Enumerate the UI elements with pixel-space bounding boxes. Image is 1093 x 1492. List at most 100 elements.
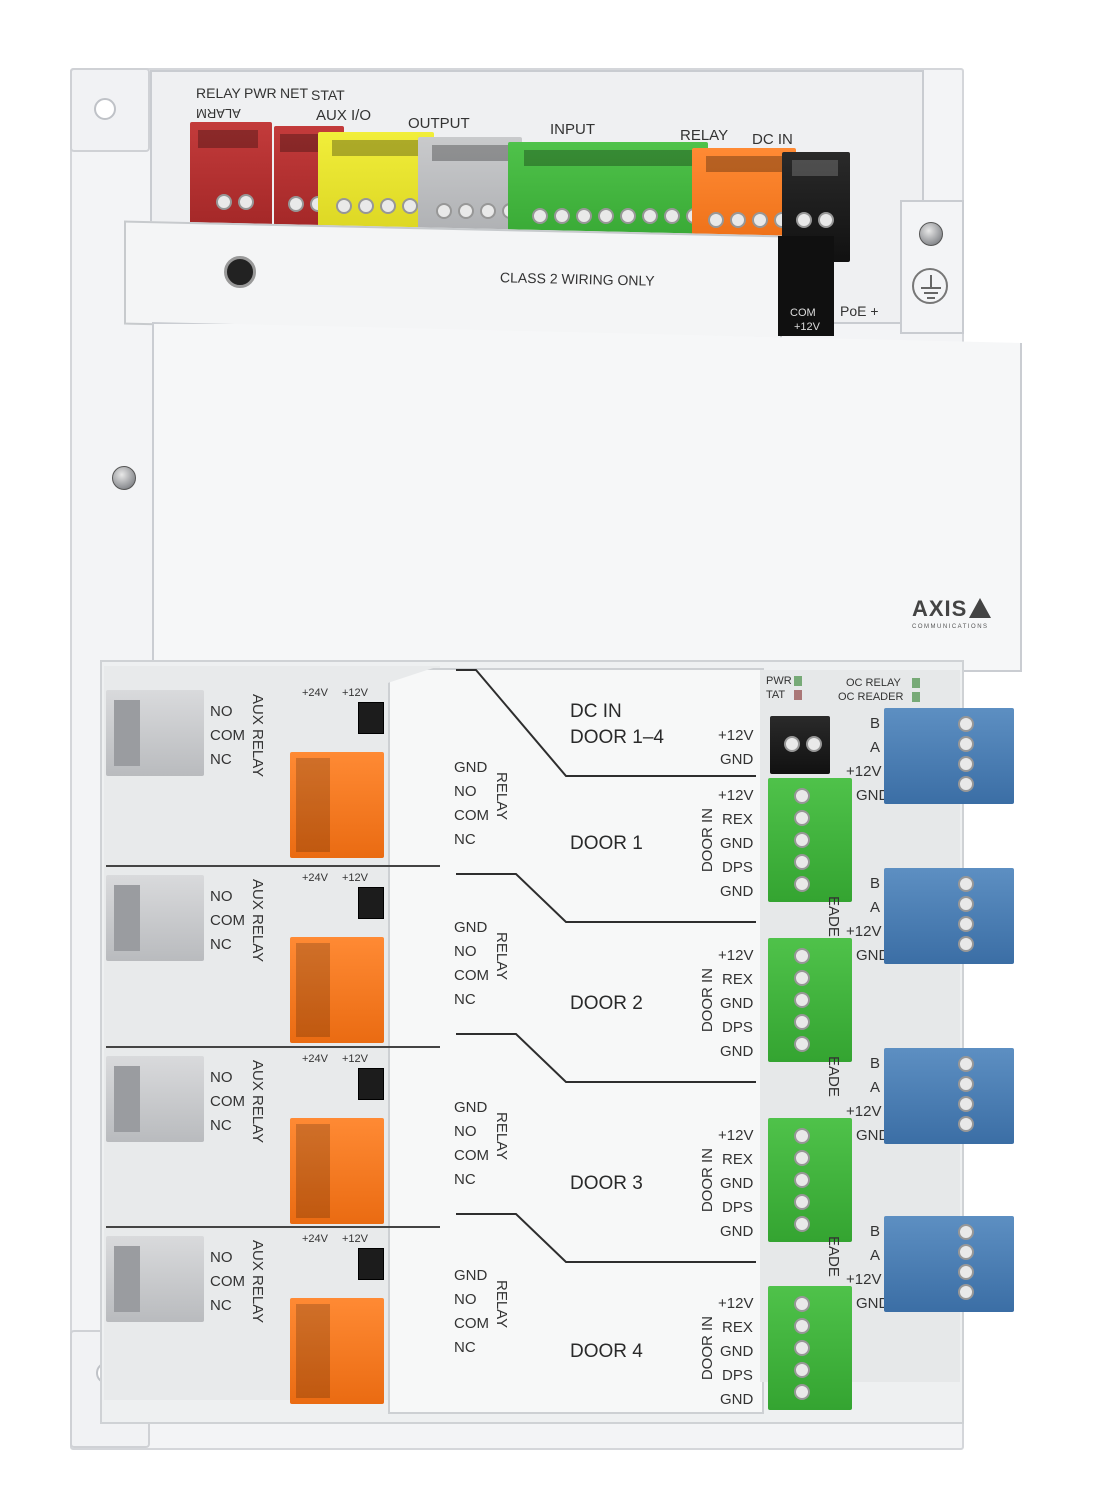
door-1-4-title: DOOR 1–4 (570, 727, 664, 748)
door-in-terminal-2[interactable] (768, 938, 852, 1062)
door-title-1: DOOR 1 (570, 833, 643, 854)
aux-no-label-2: NO (210, 888, 233, 905)
reader-terminal-4[interactable] (884, 1216, 1014, 1312)
door-in-title-3: DOOR IN (699, 1148, 716, 1213)
door-title-2: DOOR 2 (570, 993, 643, 1014)
poe-12v-label: +12V (794, 321, 820, 333)
aux-relay-terminal-2[interactable] (106, 875, 204, 961)
wiring-shield (124, 220, 782, 340)
door-dps-label-4: DPS (722, 1367, 753, 1384)
door-gnd-label-4: GND (720, 1343, 754, 1360)
aux-com-label-4: COM (210, 1273, 245, 1290)
relay-nc-label-4: NC (454, 1339, 476, 1356)
aux-nc-label-3: NC (210, 1117, 232, 1134)
door-gnd2-label-3: GND (720, 1223, 754, 1240)
voltage-jumper-3[interactable] (358, 1068, 384, 1100)
dc-in-door-title: DC IN (570, 701, 622, 722)
status-pwr-label: PWR (766, 675, 792, 687)
door-gnd2-label-1: GND (720, 883, 754, 900)
aux-relay-terminal-4[interactable] (106, 1236, 204, 1322)
jumper-12v-label-2: +12V (342, 872, 368, 884)
relay-nc-label-1: NC (454, 831, 476, 848)
voltage-jumper-1[interactable] (358, 702, 384, 734)
oc-reader-label: OC READER (838, 691, 904, 703)
dc-in-label: DC IN (752, 131, 793, 148)
aux-com-label-2: COM (210, 912, 245, 929)
jumper-12v-label-4: +12V (342, 1233, 368, 1245)
relay-no-label-3: NO (454, 1123, 477, 1140)
voltage-jumper-2[interactable] (358, 887, 384, 919)
reader-12v-label-1: +12V (846, 763, 882, 780)
relay-title-3: RELAY (493, 1112, 510, 1161)
door-in-terminal-4[interactable] (768, 1286, 852, 1410)
aux-nc-label-2: NC (210, 936, 232, 953)
reader-title-2: EADE (825, 1056, 842, 1097)
aux-no-label-4: NO (210, 1249, 233, 1266)
door-gnd2-label-4: GND (720, 1391, 754, 1408)
door-in-terminal-3[interactable] (768, 1118, 852, 1242)
ground-screw (919, 222, 943, 246)
center-gnd-label: GND (720, 751, 754, 768)
door-divider-2 (456, 1033, 756, 1083)
reader-b-label-1: B (870, 715, 881, 732)
door-rex-label-4: REX (722, 1319, 753, 1336)
relay-no-label-4: NO (454, 1291, 477, 1308)
door-12v-label-4: +12V (718, 1295, 754, 1312)
door-dps-label-2: DPS (722, 1019, 753, 1036)
door-in-terminal-1[interactable] (768, 778, 852, 902)
aux-relay-terminal-1[interactable] (106, 690, 204, 776)
door-gnd2-label-2: GND (720, 1043, 754, 1060)
relay-2-label: RELAY (680, 127, 729, 144)
center-12v-label: +12V (718, 727, 754, 744)
reader-terminal-2[interactable] (884, 868, 1014, 964)
door-relay-terminal-1[interactable] (290, 752, 384, 858)
door-dc-in-block[interactable] (770, 716, 830, 774)
door-divider-3 (456, 1213, 756, 1263)
aux-relay-terminal-3[interactable] (106, 1056, 204, 1142)
reader-terminal-3[interactable] (884, 1048, 1014, 1144)
audio-jack[interactable] (224, 256, 256, 288)
relay-label: RELAY (196, 85, 241, 101)
door-title-3: DOOR 3 (570, 1173, 643, 1194)
left-divider-1 (106, 865, 440, 867)
reader-12v-label-3: +12V (846, 1103, 882, 1120)
relay-title-4: RELAY (493, 1280, 510, 1329)
axis-sub: COMMUNICATIONS (912, 624, 989, 630)
relay-nc-label-2: NC (454, 991, 476, 1008)
relay-nc-label-3: NC (454, 1171, 476, 1188)
dc-in-divider (456, 669, 756, 777)
door-title-4: DOOR 4 (570, 1341, 643, 1362)
door-rex-label-1: REX (722, 811, 753, 828)
door-relay-terminal-4[interactable] (290, 1298, 384, 1404)
aux-relay-title-4: AUX RELAY (249, 1240, 266, 1324)
aux-relay-title-2: AUX RELAY (249, 879, 266, 963)
jumper-24v-label-1: +24V (302, 687, 328, 699)
jumper-24v-label-3: +24V (302, 1053, 328, 1065)
jumper-24v-label-4: +24V (302, 1233, 328, 1245)
main-cover (152, 322, 1022, 672)
door-12v-label-2: +12V (718, 947, 754, 964)
relay-gnd-label-2: GND (454, 919, 488, 936)
relay-com-label-1: COM (454, 807, 489, 824)
oc-relay-led (912, 678, 920, 688)
status-tat-label: TAT (766, 689, 786, 701)
door-rex-label-3: REX (722, 1151, 753, 1168)
poe-port[interactable] (778, 236, 834, 336)
door-relay-terminal-2[interactable] (290, 937, 384, 1043)
voltage-jumper-4[interactable] (358, 1248, 384, 1280)
reader-a-label-2: A (870, 899, 881, 916)
reader-12v-label-2: +12V (846, 923, 882, 940)
reader-terminal-1[interactable] (884, 708, 1014, 804)
door-gnd-label-3: GND (720, 1175, 754, 1192)
relay-gnd-label-4: GND (454, 1267, 488, 1284)
oc-relay-label: OC RELAY (846, 677, 901, 689)
door-relay-terminal-3[interactable] (290, 1118, 384, 1224)
relay-title-1: RELAY (493, 772, 510, 821)
axis-wordmark: AXIS (912, 596, 968, 621)
door-dps-label-1: DPS (722, 859, 753, 876)
stat-label: STAT (311, 87, 345, 103)
reader-12v-label-4: +12V (846, 1271, 882, 1288)
door-12v-label-3: +12V (718, 1127, 754, 1144)
door-in-title-2: DOOR IN (699, 968, 716, 1033)
left-divider-3 (106, 1226, 440, 1228)
